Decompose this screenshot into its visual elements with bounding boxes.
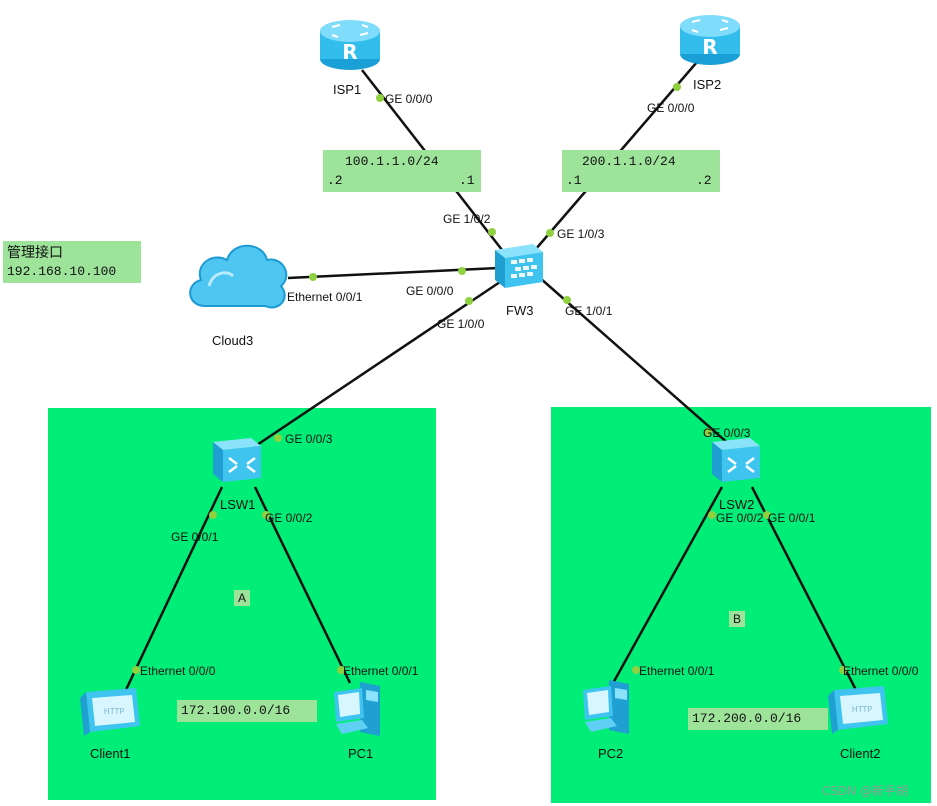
- port-label-lsw2-ge001: GE 0/0/1: [768, 511, 816, 525]
- svg-text:HTTP: HTTP: [104, 707, 125, 716]
- isp2-router-icon[interactable]: R: [678, 10, 742, 68]
- lsw1-switch-icon[interactable]: [209, 434, 265, 486]
- network-b-note: 172.200.0.0/16: [688, 708, 828, 730]
- zone-a-label: A: [234, 590, 251, 606]
- port-label-client1-eth000: Ethernet 0/0/0: [140, 664, 216, 678]
- port-dot: [465, 297, 473, 305]
- port-label-fw-ge103: GE 1/0/3: [557, 227, 605, 241]
- isp1-left-host: .2: [327, 173, 343, 188]
- client1-http-client-icon[interactable]: HTTP: [78, 686, 142, 738]
- port-label-fw-ge000: GE 0/0/0: [406, 284, 454, 298]
- svg-text:R: R: [702, 35, 717, 59]
- isp1-subnet: 100.1.1.0/24: [345, 154, 439, 169]
- port-label-cloud-eth001: Ethernet 0/0/1: [287, 290, 363, 304]
- port-label-lsw1-ge003: GE 0/0/3: [285, 432, 333, 446]
- port-dot: [488, 228, 496, 236]
- port-label-fw-ge102: GE 1/0/2: [443, 212, 491, 226]
- port-dot: [337, 666, 345, 674]
- port-label-lsw2-ge002: GE 0/0/2: [716, 511, 764, 525]
- pc2-computer-icon[interactable]: [581, 678, 633, 738]
- svg-text:R: R: [342, 40, 357, 64]
- port-label-fw-ge100: GE 1/0/0: [437, 317, 485, 331]
- port-dot: [563, 296, 571, 304]
- port-label-pc2-eth001: Ethernet 0/0/1: [639, 664, 715, 678]
- management-interface-note: 管理接口 192.168.10.100: [3, 241, 141, 283]
- fw3-firewall-icon[interactable]: [491, 240, 545, 290]
- network-b-subnet: 172.200.0.0/16: [692, 711, 802, 726]
- svg-text:HTTP: HTTP: [852, 705, 873, 714]
- port-dot: [309, 273, 317, 281]
- port-label-fw-ge101: GE 1/0/1: [565, 304, 613, 318]
- client1-label: Client1: [90, 746, 131, 761]
- client2-label: Client2: [840, 746, 881, 761]
- management-ip: 192.168.10.100: [7, 264, 117, 279]
- port-dot: [132, 666, 140, 674]
- network-a-subnet: 172.100.0.0/16: [181, 703, 291, 718]
- isp2-subnet: 200.1.1.0/24: [582, 154, 676, 169]
- port-dot: [708, 511, 716, 519]
- port-label-pc1-eth001: Ethernet 0/0/1: [343, 664, 419, 678]
- cloud3-label: Cloud3: [212, 333, 254, 348]
- port-dot: [209, 511, 217, 519]
- port-label-client2-eth000: Ethernet 0/0/0: [843, 664, 919, 678]
- client2-http-client-icon[interactable]: HTTP: [826, 684, 890, 736]
- isp1-label: ISP1: [333, 82, 362, 97]
- port-dot: [704, 428, 712, 436]
- port-dot: [376, 94, 384, 102]
- port-dot: [458, 267, 466, 275]
- port-dot: [839, 666, 847, 674]
- link-lsw1-pc1: [253, 486, 352, 684]
- pc1-computer-icon[interactable]: [332, 680, 384, 740]
- cloud3-icon[interactable]: [183, 236, 293, 320]
- pc1-label: PC1: [348, 746, 374, 761]
- port-label-isp1-ge000: GE 0/0/0: [385, 92, 433, 106]
- pc2-label: PC2: [598, 746, 624, 761]
- port-dot: [546, 229, 554, 237]
- isp2-label: ISP2: [693, 77, 722, 92]
- isp2-right-host: .2: [696, 173, 712, 188]
- fw3-label: FW3: [506, 303, 534, 318]
- link-fw3-lsw2: [539, 277, 731, 446]
- port-dot: [763, 511, 771, 519]
- link-lsw2-client2: [750, 486, 859, 693]
- network-a-note: 172.100.0.0/16: [177, 700, 317, 722]
- isp1-subnet-note: 100.1.1.0/24 .2 .1: [323, 150, 481, 192]
- link-lsw2-pc2: [610, 486, 724, 686]
- watermark: CSDN @新手胡: [822, 784, 909, 798]
- link-cloud3-fw3: [287, 266, 499, 280]
- port-label-lsw1-ge001: GE 0/0/1: [171, 530, 219, 544]
- isp1-right-host: .1: [459, 173, 475, 188]
- link-lsw1-client1: [122, 486, 224, 695]
- isp2-subnet-note: 200.1.1.0/24 .1 .2: [562, 150, 720, 192]
- lsw1-label: LSW1: [220, 497, 256, 512]
- port-dot: [274, 434, 282, 442]
- port-label-isp2-ge000: GE 0/0/0: [647, 101, 695, 115]
- lsw2-label: LSW2: [719, 497, 755, 512]
- lsw2-switch-icon[interactable]: [708, 434, 764, 486]
- port-dot: [262, 511, 270, 519]
- isp1-router-icon[interactable]: R: [318, 15, 382, 73]
- port-label-lsw2-ge003: GE 0/0/3: [703, 426, 751, 440]
- port-dot: [632, 666, 640, 674]
- link-fw3-lsw1: [253, 280, 501, 449]
- isp2-left-host: .1: [566, 173, 582, 188]
- port-label-lsw1-ge002: GE 0/0/2: [265, 511, 313, 525]
- port-dot: [673, 83, 681, 91]
- zone-b-label: B: [729, 611, 746, 627]
- management-title: 管理接口: [7, 245, 63, 261]
